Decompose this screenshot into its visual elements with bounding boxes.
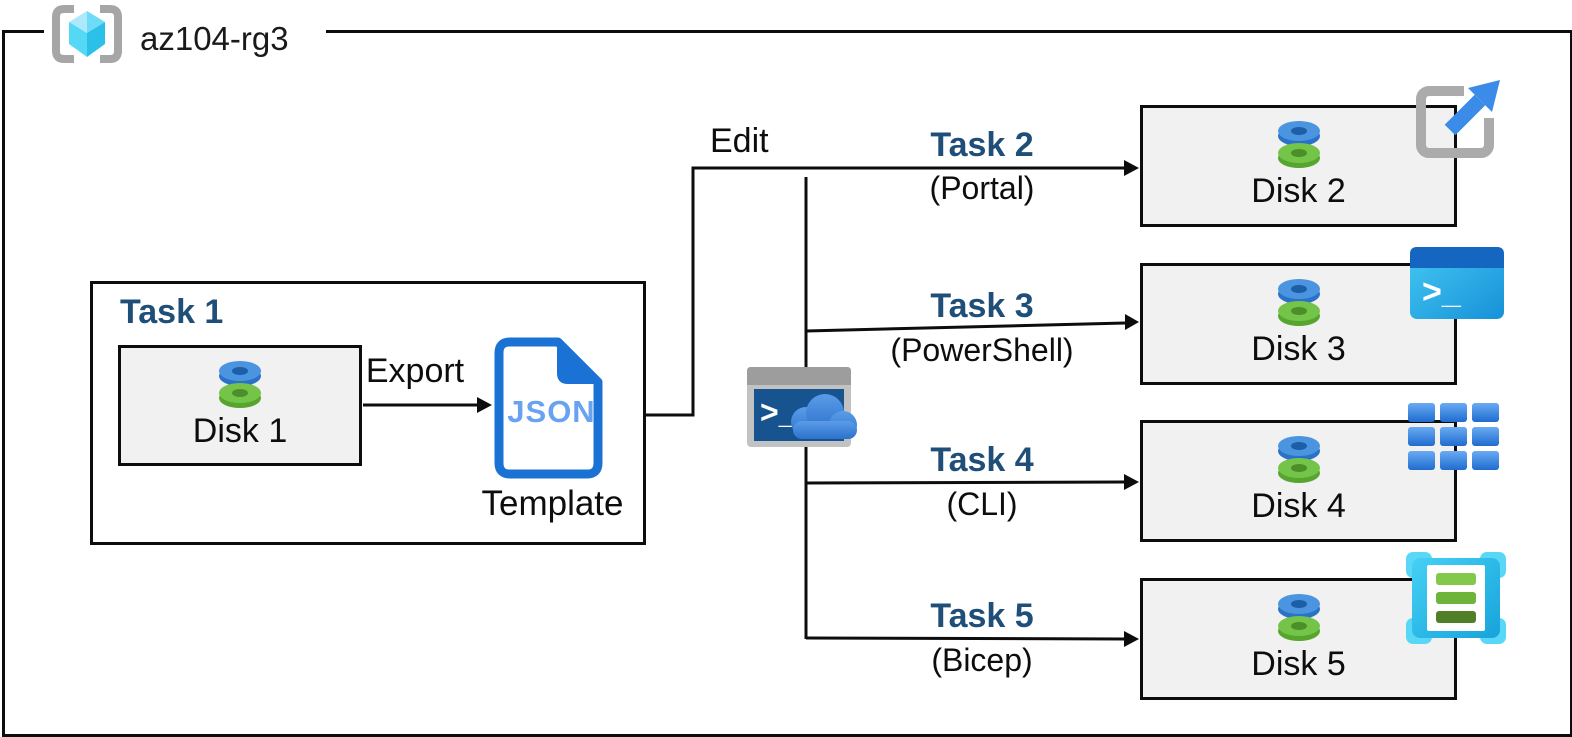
disk2-box: Disk 2	[1140, 105, 1457, 227]
disk5-box: Disk 5	[1140, 578, 1457, 700]
managed-disk-icon	[212, 356, 268, 414]
managed-disk-icon	[1271, 589, 1327, 647]
task2-method: (Portal)	[929, 170, 1035, 206]
bicep-icon	[1406, 552, 1506, 644]
border-gap	[44, 27, 326, 37]
cloud-shell-icon: >_	[747, 367, 857, 447]
resource-group-border	[2, 30, 1572, 737]
json-doc-text: JSON	[507, 394, 596, 429]
task5-method: (Bicep)	[931, 642, 1033, 678]
managed-disk-icon	[1271, 274, 1327, 332]
edit-label: Edit	[710, 122, 769, 160]
powershell-prompt: >_	[1422, 273, 1462, 311]
task1-title: Task 1	[120, 293, 224, 331]
disk4-label: Disk 4	[1251, 487, 1346, 525]
disk3-label: Disk 3	[1251, 330, 1346, 368]
template-caption: Template	[481, 484, 624, 523]
resource-group-name: az104-rg3	[140, 20, 289, 57]
task3-label: Task 3	[930, 287, 1034, 325]
managed-disk-icon	[1271, 116, 1327, 174]
disk5-label: Disk 5	[1251, 645, 1346, 683]
task4-label: Task 4	[930, 441, 1034, 479]
azure-cli-icon	[1408, 403, 1499, 470]
disk3-box: Disk 3	[1140, 263, 1457, 385]
resource-group-icon	[52, 5, 122, 63]
task3-method: (PowerShell)	[890, 332, 1074, 368]
disk2-label: Disk 2	[1251, 172, 1346, 210]
task2-label: Task 2	[930, 126, 1034, 164]
azure-portal-icon	[1416, 80, 1500, 158]
export-arrow-label: Export	[365, 352, 465, 390]
disk4-box: Disk 4	[1140, 420, 1457, 542]
disk1-label: Disk 1	[192, 412, 288, 450]
task4-method: (CLI)	[946, 486, 1018, 522]
json-template-icon	[494, 337, 603, 479]
disk1-box: Disk 1	[118, 345, 362, 466]
task5-label: Task 5	[930, 597, 1034, 635]
managed-disk-icon	[1271, 431, 1327, 489]
powershell-icon: >_	[1410, 247, 1504, 319]
